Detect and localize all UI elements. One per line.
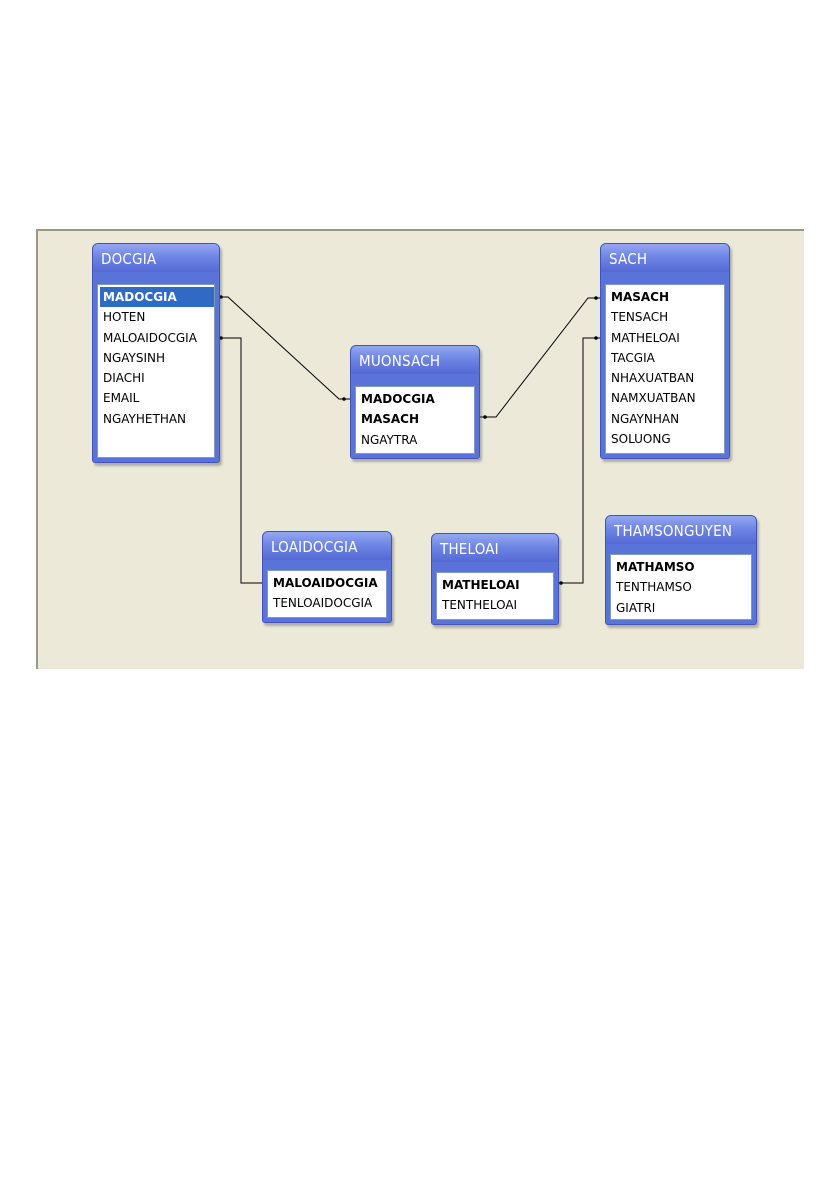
field-item[interactable]: MALOAIDOCGIA <box>270 573 386 593</box>
field-item[interactable]: MALOAIDOCGIA <box>100 328 214 348</box>
field-item[interactable]: NGAYSINH <box>100 348 214 368</box>
table-loaidocgia[interactable]: LOAIDOCGIA MALOAIDOCGIA TENLOAIDOCGIA <box>262 531 392 623</box>
field-item[interactable]: TENSACH <box>608 307 724 327</box>
table-title[interactable]: THAMSONGUYEN <box>606 516 756 544</box>
field-item[interactable]: NAMXUATBAN <box>608 388 724 408</box>
field-item[interactable]: MATHELOAI <box>439 575 553 595</box>
field-list[interactable]: MATHAMSO TENTHAMSO GIATRI <box>610 554 752 620</box>
field-item[interactable]: GIATRI <box>613 598 751 618</box>
table-title[interactable]: SACH <box>601 244 729 272</box>
field-item[interactable]: TENTHELOAI <box>439 595 553 615</box>
field-item[interactable]: MADOCGIA <box>358 389 474 409</box>
relationship-line-docgia-muonsach <box>216 297 350 399</box>
field-item[interactable]: NGAYTRA <box>358 430 474 450</box>
field-list[interactable]: MADOCGIA MASACH NGAYTRA <box>355 386 475 454</box>
field-item[interactable]: MASACH <box>358 409 474 429</box>
table-muonsach[interactable]: MUONSACH MADOCGIA MASACH NGAYTRA <box>350 345 480 459</box>
field-item[interactable]: MASACH <box>608 287 724 307</box>
field-item[interactable]: MATHAMSO <box>613 557 751 577</box>
field-item[interactable]: DIACHI <box>100 368 214 388</box>
field-item[interactable]: MATHELOAI <box>608 328 724 348</box>
table-title[interactable]: LOAIDOCGIA <box>263 532 391 560</box>
relationship-line-sach-theloai <box>556 338 601 583</box>
field-item[interactable]: NHAXUATBAN <box>608 368 724 388</box>
field-item[interactable]: SOLUONG <box>608 429 724 449</box>
table-thamsonguyen[interactable]: THAMSONGUYEN MATHAMSO TENTHAMSO GIATRI <box>605 515 757 625</box>
table-docgia[interactable]: DOCGIA MADOCGIA HOTEN MALOAIDOCGIA NGAYS… <box>92 243 220 463</box>
table-title[interactable]: THELOAI <box>432 534 558 562</box>
field-item[interactable]: MADOCGIA <box>100 287 214 307</box>
field-item[interactable]: TENTHAMSO <box>613 577 751 597</box>
relationship-line-docgia-loaidocgia <box>216 338 264 583</box>
table-title[interactable]: MUONSACH <box>351 346 479 374</box>
field-list[interactable]: MASACH TENSACH MATHELOAI TACGIA NHAXUATB… <box>605 284 725 454</box>
relationship-canvas: DOCGIA MADOCGIA HOTEN MALOAIDOCGIA NGAYS… <box>36 229 804 669</box>
field-item[interactable]: NGAYNHAN <box>608 409 724 429</box>
field-list[interactable]: MATHELOAI TENTHELOAI <box>436 572 554 620</box>
field-item[interactable]: NGAYHETHAN <box>100 409 214 429</box>
field-item[interactable]: TENLOAIDOCGIA <box>270 593 386 613</box>
field-list[interactable]: MADOCGIA HOTEN MALOAIDOCGIA NGAYSINH DIA… <box>97 284 215 458</box>
table-theloai[interactable]: THELOAI MATHELOAI TENTHELOAI <box>431 533 559 625</box>
table-sach[interactable]: SACH MASACH TENSACH MATHELOAI TACGIA NHA… <box>600 243 730 459</box>
field-item[interactable]: HOTEN <box>100 307 214 327</box>
field-item[interactable]: TACGIA <box>608 348 724 368</box>
field-list[interactable]: MALOAIDOCGIA TENLOAIDOCGIA <box>267 570 387 618</box>
table-title[interactable]: DOCGIA <box>93 244 219 272</box>
field-item[interactable]: EMAIL <box>100 388 214 408</box>
